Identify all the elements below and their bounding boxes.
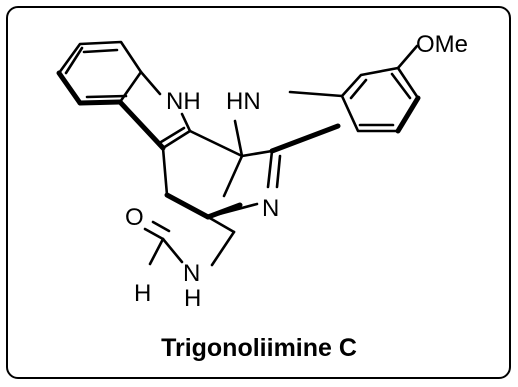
indole-nh-label: NH [166, 88, 201, 115]
inner-bond [64, 46, 84, 75]
aryl-hn-label: HN [226, 88, 261, 115]
bold-bond [77, 99, 123, 106]
bold-bond [205, 202, 243, 220]
bond-spiro-hn [233, 119, 244, 158]
bond-spiro-c [240, 149, 274, 158]
inner-bond [390, 72, 412, 100]
carbonyl-o-label: O [125, 204, 144, 231]
bond-spiro-bridge [222, 154, 244, 198]
figure-frame [6, 6, 511, 379]
bond-c-n-double [275, 154, 282, 189]
bond-c-n [266, 149, 274, 189]
bond-c7a-n [139, 70, 162, 96]
bond-c-o-double [151, 220, 171, 233]
amide-n-label: N [183, 260, 200, 287]
bond-ch2-nh [210, 230, 236, 267]
bond-aryl-ome [396, 44, 419, 70]
bond-c3-ch2 [161, 146, 169, 197]
amide-h-label: H [184, 285, 201, 312]
bond-c2-spiro [188, 129, 244, 158]
bold-bond [269, 123, 341, 154]
bond-c2-c3 [161, 129, 192, 150]
bold-bond [56, 70, 83, 106]
bond-ch-ch2 [206, 215, 236, 234]
bold-bonds [56, 70, 421, 220]
inner-bond [82, 48, 119, 54]
bond-lines [57, 40, 420, 267]
compound-name: Trigonoliimine C [161, 334, 357, 362]
bond-n-c2 [180, 112, 192, 133]
bond-c2-c3-double [159, 126, 186, 144]
inner-bond [85, 94, 128, 99]
bond-c-h [148, 237, 165, 266]
bold-bond [164, 192, 211, 220]
bold-bond [395, 95, 421, 134]
inner-bond [349, 78, 368, 100]
bond-c-o [143, 227, 165, 241]
bond-hn-aryl [288, 90, 344, 98]
bold-bond [117, 99, 166, 151]
imine-n-label: N [262, 195, 279, 222]
bond-nh-cho [161, 237, 184, 264]
aldehyde-h-label: H [134, 280, 151, 307]
methoxy-label: OMe [416, 31, 468, 58]
atom-labels: NH HN OMe N O H N H [125, 31, 468, 312]
